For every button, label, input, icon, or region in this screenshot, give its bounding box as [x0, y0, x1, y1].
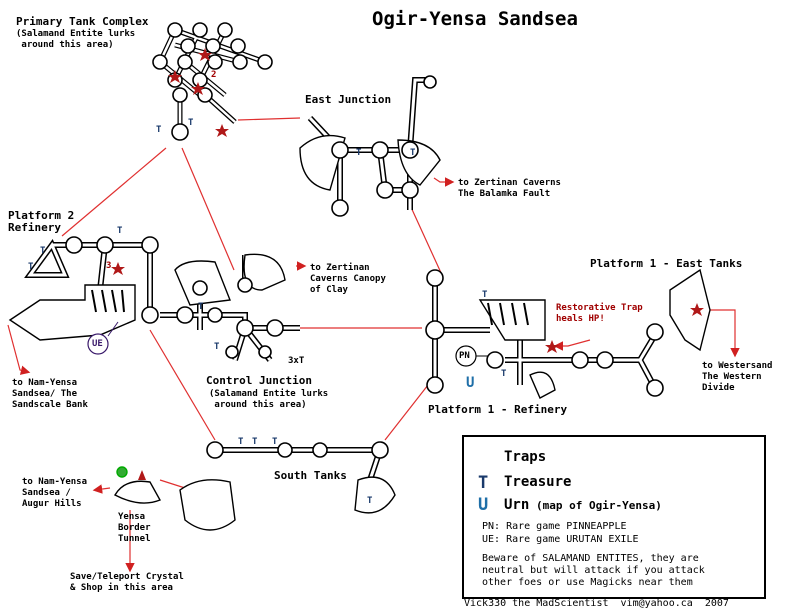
- label-save-crystal: Save/Teleport Crystal & Shop in this are…: [70, 572, 184, 593]
- treasure-icon: T: [501, 369, 507, 379]
- label-platform2: Platform 2 Refinery: [8, 209, 75, 234]
- label-south-tanks: South Tanks: [274, 469, 347, 482]
- label-primary-tank: Primary Tank Complex: [16, 15, 149, 28]
- label-platform1-refinery: Platform 1 - Refinery: [428, 403, 568, 416]
- treasure-icon: T: [272, 437, 278, 447]
- map-legend: Traps T Treasure U Urn (map of Ogir-Yens…: [462, 435, 766, 599]
- primary-tank-nodes: [152, 22, 273, 141]
- trap-number-2: 2: [211, 70, 217, 80]
- platform2-refinery: [8, 236, 159, 341]
- label-zertinan-balamka: to Zertinan Caverns The Balamka Fault: [458, 178, 561, 199]
- legend-beware: Beware of SALAMAND ENTITES, they are neu…: [482, 553, 705, 588]
- label-restorative-trap: Restorative Trap heals HP!: [556, 303, 643, 324]
- treasure-icon: T: [28, 262, 34, 272]
- legend-pn: PN: Rare game PINNEAPPLE: [482, 521, 627, 532]
- treasure-icon: T: [198, 302, 204, 312]
- pn-marker: PN: [459, 351, 470, 361]
- yensa-border-tunnel: [114, 466, 161, 504]
- legend-traps: Traps: [504, 449, 547, 465]
- treasure-icon: T: [214, 342, 220, 352]
- treasure-icon: T: [188, 118, 194, 128]
- credit-line: Vick330 the MadScientist vim@yahoo.ca 20…: [464, 598, 729, 609]
- label-nam-yensa-augur: to Nam-Yensa Sandsea / Augur Hills: [22, 477, 88, 509]
- route-lines: [7, 117, 740, 573]
- legend-treasure: Treasure: [504, 474, 572, 490]
- label-zertinan-canopy: to Zertinan Caverns Canopy of Clay: [310, 263, 386, 295]
- treasure-icon: T: [117, 226, 123, 236]
- treasure-icon: T: [482, 290, 488, 300]
- legend-urn-icon: U: [478, 495, 489, 515]
- treasure-icon: T: [410, 148, 416, 158]
- label-control-junction-note: (Salamand Entite lurks around this area): [209, 389, 329, 410]
- trap-markers: [111, 48, 704, 480]
- label-primary-tank-note: (Salamand Entite lurks around this area): [16, 29, 136, 50]
- legend-ue: UE: Rare game URUTAN EXILE: [482, 534, 639, 545]
- urn-marker: U: [466, 375, 475, 391]
- treasure-icon: T: [356, 148, 362, 158]
- treasure-icon: T: [156, 125, 162, 135]
- ue-marker: UE: [92, 339, 103, 349]
- east-junction: [299, 75, 441, 217]
- legend-treasure-icon: T: [478, 473, 489, 493]
- legend-urn-note: (map of Ogir-Yensa): [536, 499, 662, 512]
- label-yensa-border: Yensa Border Tunnel: [118, 512, 151, 544]
- treasure-icon: T: [40, 246, 46, 256]
- south-tanks: [179, 441, 396, 531]
- platform1-refinery: [425, 268, 711, 399]
- treasure-icon: T: [238, 437, 244, 447]
- control-junction: [160, 253, 300, 362]
- ue-marker-circle: [87, 333, 109, 355]
- map-title: Ogir-Yensa Sandsea: [372, 8, 578, 30]
- treasure-icon: T: [252, 437, 258, 447]
- label-westersand: to Westersand The Western Divide: [702, 361, 773, 393]
- label-platform1-east: Platform 1 - East Tanks: [590, 257, 743, 270]
- label-control-junction: Control Junction: [206, 374, 312, 387]
- label-nam-yensa-bank: to Nam-Yensa Sandsea/ The Sandscale Bank: [12, 378, 88, 410]
- treasure-icon: T: [367, 496, 373, 506]
- label-east-junction: East Junction: [305, 93, 392, 106]
- treasure-3x-label: 3xT: [288, 356, 305, 366]
- legend-urn: Urn: [504, 497, 530, 513]
- trap-number-3: 3: [106, 261, 112, 271]
